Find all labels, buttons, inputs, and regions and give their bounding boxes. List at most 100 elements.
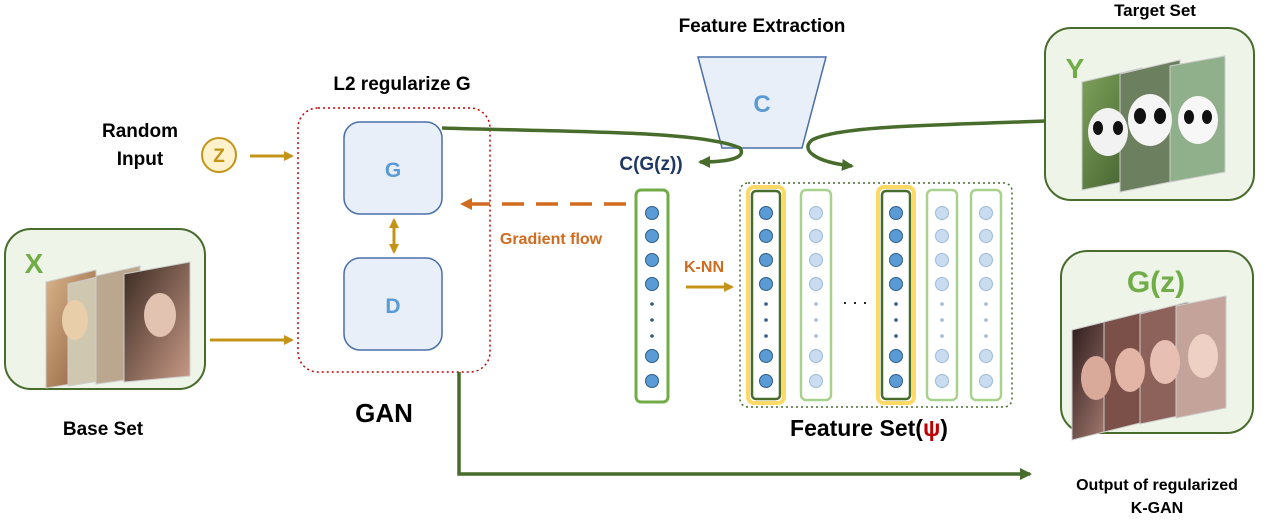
- feature-node: [889, 349, 903, 363]
- gan-output-arrow: [457, 372, 1032, 480]
- feature-node-faded: [809, 229, 823, 243]
- feature-dot: [984, 334, 988, 338]
- target-to-c-arrow: [806, 119, 1046, 171]
- feature-column-nearest: [880, 189, 912, 401]
- feature-node: [759, 277, 773, 291]
- feature-node: [759, 349, 773, 363]
- feature-extractor-c: [697, 56, 827, 149]
- feature-set-dotted-box: [739, 182, 1013, 408]
- cgz-node: [645, 229, 659, 243]
- feature-node-faded: [935, 253, 949, 267]
- y-label: Y: [1066, 53, 1085, 84]
- feature-node: [759, 374, 773, 388]
- generator-box: [343, 121, 443, 215]
- feature-dot: [764, 334, 768, 338]
- knn-label: K-NN: [684, 259, 724, 276]
- feature-node-faded: [935, 206, 949, 220]
- feature-dot: [764, 318, 768, 322]
- feature-node-faded: [935, 229, 949, 243]
- feature-node-faded: [809, 206, 823, 220]
- feature-set-label: Feature Set(ψ): [790, 415, 948, 441]
- cgz-dot: [650, 318, 654, 322]
- feature-dot: [894, 302, 898, 306]
- gan-label: GAN: [355, 398, 413, 428]
- feature-dot: [984, 302, 988, 306]
- feature-column: [969, 188, 1003, 402]
- output-label-2: K-GAN: [1131, 500, 1183, 517]
- z-node: [201, 137, 237, 173]
- feature-dot: [984, 318, 988, 322]
- cgz-node: [645, 206, 659, 220]
- feature-node: [889, 277, 903, 291]
- cgz-dot: [650, 302, 654, 306]
- feature-set-ellipsis: . . .: [842, 288, 867, 308]
- cgz-node: [645, 374, 659, 388]
- gz-label: G(z): [1127, 266, 1185, 299]
- discriminator-label: D: [385, 295, 400, 318]
- feature-column-highlight: [746, 185, 786, 405]
- gan-dotted-box: [297, 107, 491, 373]
- feature-dot: [764, 302, 768, 306]
- feature-dot: [894, 334, 898, 338]
- cgz-node: [645, 277, 659, 291]
- feature-node-faded: [809, 374, 823, 388]
- feature-node-faded: [979, 277, 993, 291]
- feature-node: [889, 206, 903, 220]
- discriminator-box: [343, 257, 443, 351]
- feature-column: [799, 188, 833, 402]
- feature-node: [759, 229, 773, 243]
- feature-node-faded: [979, 229, 993, 243]
- random-input-label-1: Random: [102, 121, 178, 142]
- feature-node: [759, 253, 773, 267]
- feature-node-faded: [979, 374, 993, 388]
- feature-node-faded: [935, 277, 949, 291]
- feature-node-faded: [935, 374, 949, 388]
- cgz-nodes: [645, 206, 659, 388]
- psi-symbol: ψ: [923, 415, 940, 441]
- feature-extraction-title: Feature Extraction: [679, 16, 846, 37]
- feature-node: [759, 206, 773, 220]
- random-input-label-2: Input: [117, 149, 164, 170]
- base-set-label: Base Set: [63, 419, 144, 440]
- x-label: X: [25, 248, 44, 279]
- feature-dot: [894, 318, 898, 322]
- feature-node-faded: [979, 253, 993, 267]
- g-to-c-arrow: [441, 126, 744, 168]
- feature-dot: [814, 318, 818, 322]
- feature-dot: [814, 302, 818, 306]
- cgz-node: [645, 349, 659, 363]
- feature-column-highlight: [876, 185, 916, 405]
- feature-node-faded: [809, 277, 823, 291]
- base-set-images: [45, 261, 191, 389]
- c-label: C: [753, 91, 770, 118]
- output-set-images: [1071, 295, 1227, 441]
- generator-label: G: [385, 159, 401, 182]
- feature-node-faded: [935, 349, 949, 363]
- feature-node-faded: [979, 206, 993, 220]
- cgz-label: C(G(z)): [619, 154, 682, 175]
- cgz-feature-column: [634, 188, 670, 404]
- l2-regularize-label: L2 regularize G: [333, 74, 470, 95]
- feature-dot: [814, 334, 818, 338]
- cgz-node: [645, 253, 659, 267]
- feature-node-faded: [809, 253, 823, 267]
- feature-column: [925, 188, 959, 402]
- feature-dot: [940, 334, 944, 338]
- feature-node: [889, 229, 903, 243]
- feature-columns: [746, 185, 1003, 405]
- target-set-title: Target Set: [1114, 1, 1196, 20]
- cgz-dot: [650, 334, 654, 338]
- target-set-images: [1081, 55, 1226, 193]
- feature-node: [889, 253, 903, 267]
- output-label-1: Output of regularized: [1076, 477, 1238, 494]
- z-label: Z: [213, 146, 225, 167]
- feature-dot: [940, 318, 944, 322]
- feature-node-faded: [979, 349, 993, 363]
- feature-node: [889, 374, 903, 388]
- feature-node-faded: [809, 349, 823, 363]
- feature-column-nearest: [750, 189, 782, 401]
- gradient-flow-label: Gradient flow: [500, 231, 603, 248]
- feature-dot: [940, 302, 944, 306]
